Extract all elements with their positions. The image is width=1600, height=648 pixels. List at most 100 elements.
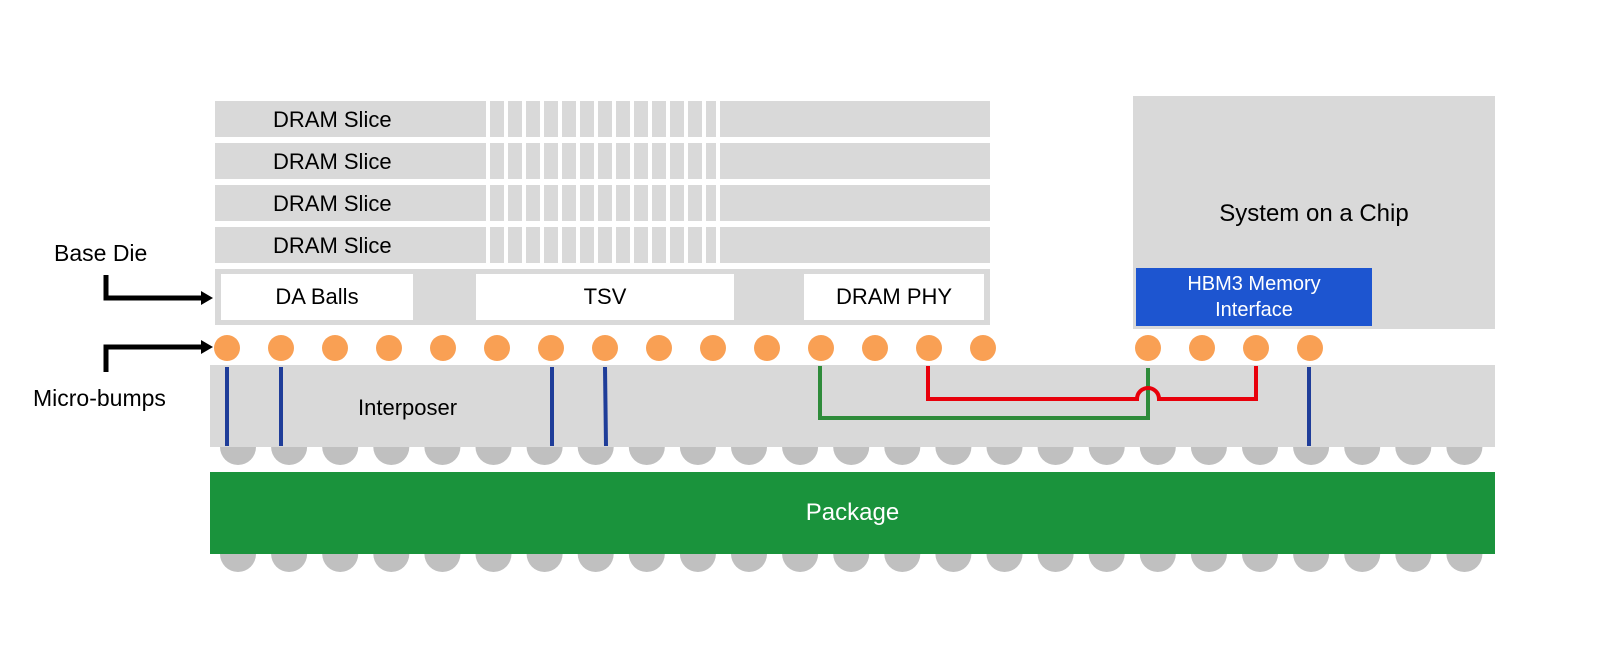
micro-bump	[862, 335, 888, 361]
tsv-gap	[702, 101, 706, 137]
micro-bump	[214, 335, 240, 361]
tsv-gap	[576, 101, 580, 137]
interposer-ball	[577, 447, 614, 465]
tsv-gap	[486, 227, 490, 263]
package-ball	[475, 554, 512, 572]
micro-bump-row	[214, 335, 1323, 361]
tsv-gap	[666, 143, 670, 179]
tsv-gap	[504, 143, 508, 179]
package-label: Package	[805, 499, 900, 526]
interposer-ball	[424, 447, 461, 465]
package-ball	[322, 554, 359, 572]
tsv-gap	[648, 185, 652, 221]
interposer-ball	[322, 447, 359, 465]
dram-slice-label-3: DRAM Slice	[273, 191, 392, 216]
package-ball	[1395, 554, 1432, 572]
package-ball	[679, 554, 716, 572]
tsv-gap	[630, 143, 634, 179]
interposer-ball	[1446, 447, 1483, 465]
package-ball	[1446, 554, 1483, 572]
tsv-gap	[716, 143, 720, 179]
micro-bump	[1189, 335, 1215, 361]
micro-bump	[970, 335, 996, 361]
tsv-gap	[612, 101, 616, 137]
da-balls-block: DA Balls	[221, 274, 413, 320]
tsv-gap	[558, 185, 562, 221]
tsv-gap	[522, 143, 526, 179]
base-die-callout: Base Die	[54, 240, 148, 266]
tsv-gap	[648, 143, 652, 179]
tsv-gap	[522, 227, 526, 263]
package-ball	[884, 554, 921, 572]
tsv-block: TSV	[476, 274, 734, 320]
interposer-ball	[935, 447, 972, 465]
micro-bump	[538, 335, 564, 361]
tsv-gap	[716, 227, 720, 263]
package-ball	[526, 554, 563, 572]
red-signal-trace	[926, 366, 1258, 401]
package-ball	[833, 554, 870, 572]
micro-bump	[1243, 335, 1269, 361]
micro-bump	[808, 335, 834, 361]
package-ball	[628, 554, 665, 572]
micro-bumps-arrowhead	[201, 340, 213, 354]
tsv-gap	[504, 185, 508, 221]
micro-bump	[268, 335, 294, 361]
dram-slice-label-4: DRAM Slice	[273, 233, 392, 258]
trace-vertical-4	[603, 366, 608, 447]
package-ball	[731, 554, 767, 572]
tsv-gap	[630, 227, 634, 263]
package-ball	[1344, 554, 1381, 572]
dram-slice-3	[215, 185, 990, 221]
interposer-ball	[1037, 447, 1074, 465]
package-ball	[1037, 554, 1074, 572]
interposer-ball	[833, 447, 870, 465]
tsv-gap	[558, 101, 562, 137]
interposer-ball	[731, 447, 767, 465]
tsv-gap	[630, 101, 634, 137]
tsv-gap	[702, 185, 706, 221]
interposer-ball	[1344, 447, 1381, 465]
tsv-gap	[504, 101, 508, 137]
tsv-gap	[594, 185, 598, 221]
hbm3-label-line2: Interface	[1215, 299, 1293, 321]
tsv-gap	[540, 101, 544, 137]
interposer-vertical-traces	[225, 366, 1311, 447]
tsv-gap	[576, 227, 580, 263]
micro-bump	[430, 335, 456, 361]
interposer-ball	[628, 447, 665, 465]
package-ball	[424, 554, 461, 572]
interposer-ball	[220, 447, 256, 465]
package-ball	[1139, 554, 1176, 572]
base-die-arrowhead	[201, 291, 213, 305]
micro-bump	[322, 335, 348, 361]
interposer-ball	[1088, 447, 1125, 465]
micro-bump	[916, 335, 942, 361]
interposer-ball	[373, 447, 410, 465]
micro-bumps-arrow	[103, 344, 204, 372]
micro-bumps-callout: Micro-bumps	[33, 385, 166, 411]
tsv-gap	[522, 185, 526, 221]
package-ball	[935, 554, 972, 572]
package-ball	[1190, 554, 1227, 572]
dram-slice-label-2: DRAM Slice	[273, 149, 392, 174]
interposer-ball	[1395, 447, 1432, 465]
tsv-gap	[522, 101, 526, 137]
interposer-ball	[271, 447, 308, 465]
interposer-ball	[1293, 447, 1330, 465]
dram-slice-1	[215, 101, 990, 137]
tsv-gap	[684, 143, 688, 179]
hbm3-memory-interface: HBM3 Memory Interface	[1136, 268, 1372, 326]
package-ball	[220, 554, 256, 572]
package-ball	[373, 554, 410, 572]
green-signal-trace	[818, 366, 1150, 420]
dram-phy-block: DRAM PHY	[804, 274, 984, 320]
micro-bump	[376, 335, 402, 361]
micro-bump	[484, 335, 510, 361]
hbm3-label-line1: HBM3 Memory	[1187, 273, 1321, 295]
interposer-ball	[475, 447, 512, 465]
tsv-gap	[594, 143, 598, 179]
tsv-gap	[576, 143, 580, 179]
interposer-ball	[884, 447, 921, 465]
